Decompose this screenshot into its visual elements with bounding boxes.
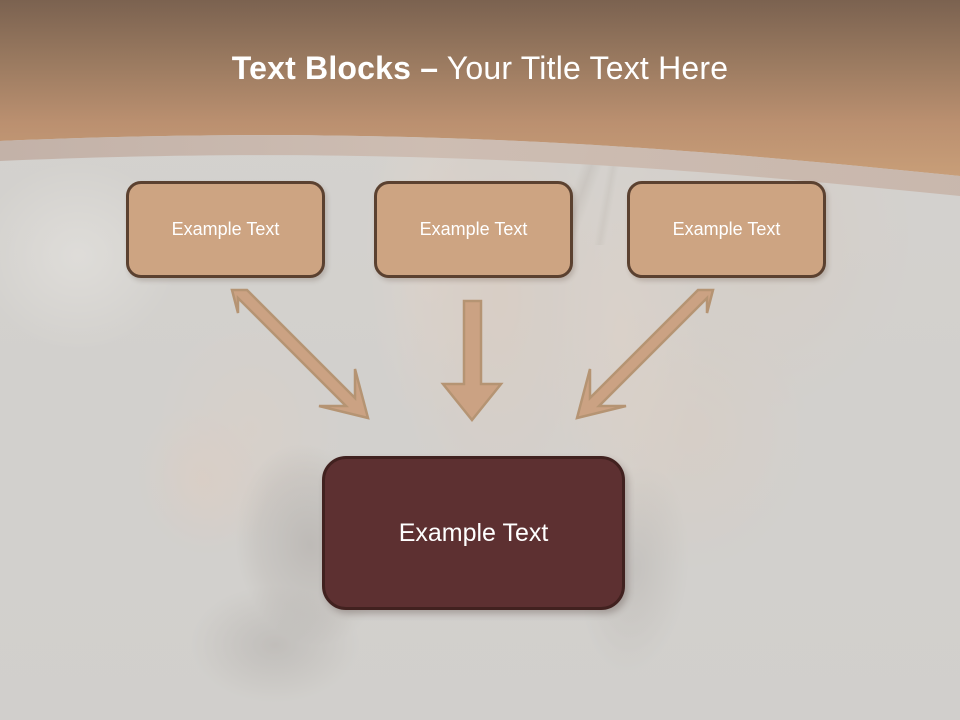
text-block-box-1[interactable]: Example Text: [126, 181, 325, 278]
page-title-light-part: Your Title Text Here: [438, 50, 729, 86]
header-banner: [0, 0, 960, 200]
text-block-box-3-label: Example Text: [672, 219, 781, 239]
text-block-box-1-label: Example Text: [171, 219, 280, 239]
result-text-block-label: Example Text: [398, 518, 549, 547]
text-block-box-3[interactable]: Example Text: [627, 181, 826, 278]
text-block-box-2-label: Example Text: [419, 219, 528, 239]
page-title: Text Blocks – Your Title Text Here: [0, 50, 960, 87]
page-title-bold-part: Text Blocks –: [231, 50, 439, 86]
result-text-block-box[interactable]: Example Text: [322, 456, 625, 610]
text-block-box-2[interactable]: Example Text: [374, 181, 573, 278]
